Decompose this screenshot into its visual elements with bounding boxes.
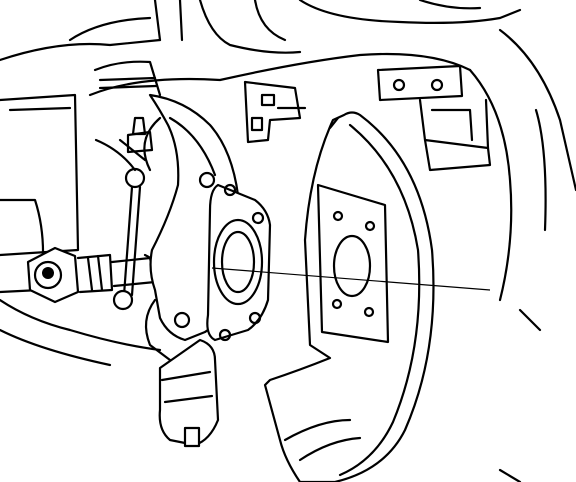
wheel-hub-flange — [206, 183, 272, 342]
upper-mounting-bracket — [376, 64, 492, 172]
stabilizer-link — [94, 116, 154, 311]
sensor-bracket — [243, 80, 307, 144]
axle-nut-assembly — [26, 246, 162, 304]
caliper-bracket — [158, 338, 220, 448]
assembly-centerline — [211, 267, 491, 291]
drive-shaft-and-boot — [0, 60, 162, 367]
brake-splash-shield — [263, 111, 435, 482]
